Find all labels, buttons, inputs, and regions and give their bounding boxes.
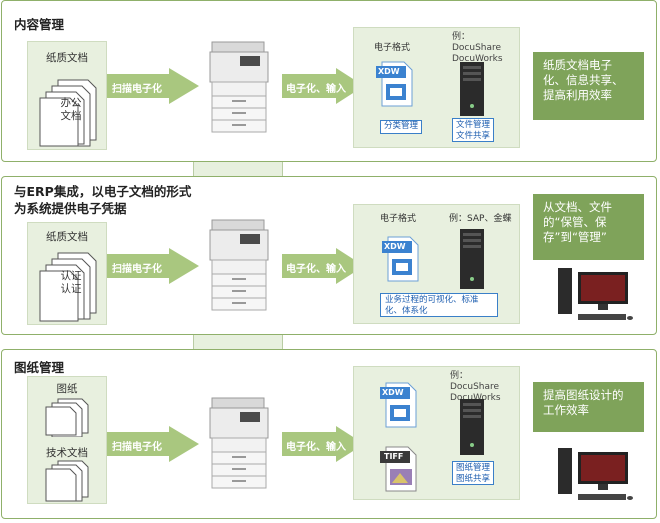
tech-docs-label: 技术文档: [46, 447, 88, 459]
paper-docs-label: 纸质文档: [46, 52, 88, 64]
paper-docs-label: 纸质文档: [46, 231, 88, 243]
digitize-arrow-label: 电子化、输入: [286, 264, 346, 275]
drawing-stack-icon: [45, 398, 89, 437]
xdw-document-icon: [380, 382, 417, 428]
result-box: 从文档、文件的“保管、保存”到“管理”: [533, 194, 644, 260]
section-title: 与ERP集成，以电子文档的形式为系统提供电子凭据: [14, 184, 192, 216]
xdw-document-icon: [382, 236, 419, 282]
section-title: 内容管理: [14, 17, 65, 32]
drawing-management-tag: 图纸管理 图纸共享: [452, 461, 494, 485]
stack-text-line-2: 文档: [60, 110, 82, 122]
computer-icon: [558, 268, 633, 320]
stack-text-line-1: 办公: [60, 97, 82, 109]
document-stack-icon: [39, 79, 97, 147]
xdw-document-icon: [376, 61, 413, 107]
result-box: 纸质文档电子化、信息共享、提高利用效率: [533, 52, 644, 120]
scan-arrow-label: 扫描电子化: [112, 442, 162, 453]
server-icon: [460, 399, 484, 455]
server-icon: [460, 62, 484, 116]
file-management-tag: 文件管理 文件共享: [452, 118, 494, 142]
digitize-arrow-label: 电子化、输入: [286, 84, 346, 95]
computer-icon: [558, 448, 633, 500]
paper-docs-box: 纸质文档 认证 认证: [27, 222, 107, 325]
copier-icon: [209, 397, 269, 489]
example-label: 例：DocuShare DocuWorks: [452, 32, 503, 64]
drawing-label: 图纸: [56, 383, 78, 395]
xdw-label: XDW: [378, 67, 400, 76]
tiff-document-icon: [380, 446, 417, 492]
scan-arrow-label: 扫描电子化: [112, 264, 162, 275]
paper-docs-box: 图纸 技术文档: [27, 376, 107, 504]
format-label: 电子格式: [380, 214, 417, 224]
result-box: 提高图纸设计的工作效率: [533, 382, 644, 432]
stack-text-line-2: 认证: [60, 283, 82, 295]
example-label: 例：SAP、金蝶: [449, 214, 512, 224]
tech-docs-stack-icon: [45, 460, 89, 502]
scan-arrow: [107, 68, 199, 104]
digitize-arrow: [282, 68, 364, 104]
process-visualization-tag: 业务过程的可视化、标准化、体系化: [380, 293, 498, 317]
server-icon: [460, 229, 484, 289]
digital-format-box: 电子格式 例：SAP、金蝶 XDW 业务过程的可视化、标准化、体系化: [353, 204, 520, 324]
digital-format-box: XDW TIFF 例：DocuShare DocuWorks 图纸管理 图纸共享: [353, 366, 520, 500]
classification-tag: 分类管理: [380, 120, 422, 134]
paper-docs-box: 纸质文档 办公 文档: [27, 41, 107, 150]
copier-icon: [209, 219, 269, 311]
digitize-arrow: [282, 426, 364, 462]
stack-text-line-1: 认证: [60, 270, 82, 282]
digitize-arrow: [282, 248, 364, 284]
section-title: 图纸管理: [14, 360, 65, 375]
example-label: 例：DocuShare DocuWorks: [450, 371, 501, 403]
xdw-label: XDW: [384, 242, 406, 251]
scan-arrow: [107, 248, 199, 284]
digitize-arrow-label: 电子化、输入: [286, 442, 346, 453]
document-stack-icon: [39, 252, 97, 322]
scan-arrow: [107, 426, 199, 462]
scan-arrow-label: 扫描电子化: [112, 84, 162, 95]
tiff-label: TIFF: [384, 452, 404, 461]
copier-icon: [209, 41, 269, 133]
xdw-label: XDW: [382, 388, 404, 397]
digital-format-box: 电子格式 例：DocuShare DocuWorks XDW 分类管理 文件管理…: [353, 27, 520, 148]
format-label: 电子格式: [374, 43, 411, 53]
